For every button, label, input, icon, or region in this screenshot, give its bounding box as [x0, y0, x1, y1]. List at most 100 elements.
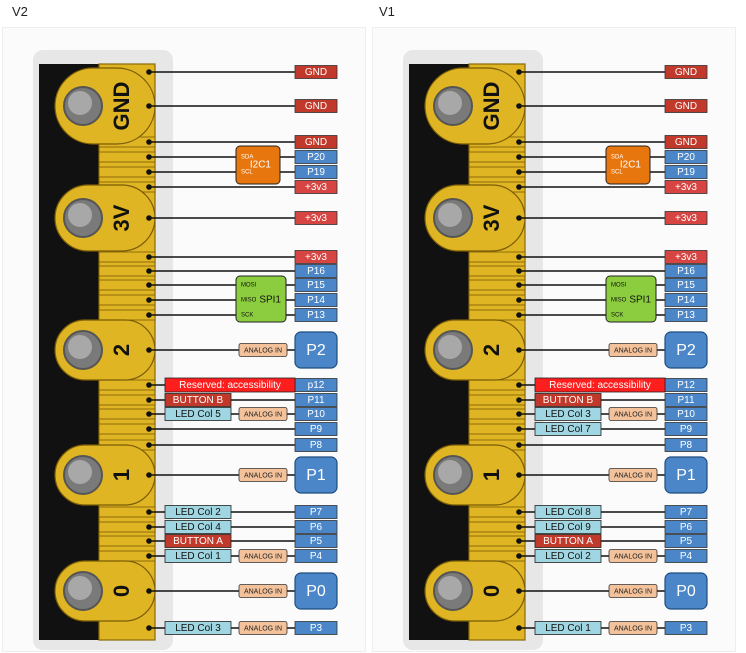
- led-label-led_p7: LED Col 2: [175, 507, 221, 518]
- pin-label-gnd2: GND: [675, 101, 697, 112]
- wire-dot: [516, 426, 522, 432]
- pin-label-p2: P2: [306, 342, 326, 359]
- pin-tag: [664, 99, 708, 113]
- pin-tag: [664, 534, 708, 548]
- pin-label-p11: P11: [677, 395, 694, 406]
- pin-label-p19: P19: [677, 167, 695, 178]
- pin-label-v33a: +3v3: [675, 182, 697, 193]
- led-label-led_p4: LED Col 2: [545, 551, 591, 562]
- wire-dot: [516, 411, 522, 417]
- wire-dot: [146, 524, 152, 530]
- wire-dot: [146, 254, 152, 260]
- wire-dot: [146, 509, 152, 515]
- spi-label: SPI1: [259, 295, 281, 306]
- pin-tag-large: [294, 331, 338, 369]
- wire-dot: [516, 297, 522, 303]
- pin-label-p1: P1: [306, 467, 326, 484]
- button-tag: [164, 393, 232, 407]
- wire-dot: [146, 538, 152, 544]
- i2c-sda-label: SDA: [241, 155, 253, 161]
- pin-label-p9: P9: [310, 424, 323, 435]
- led-tag: [164, 549, 232, 563]
- pin-label-p13: P13: [307, 310, 325, 321]
- pin-label-v33c: +3v3: [305, 252, 327, 263]
- pin-tag: [294, 505, 338, 519]
- wire-dot: [516, 215, 522, 221]
- pin-tag: [664, 250, 708, 264]
- pad-label: 2: [479, 344, 504, 356]
- pin-label-p20: P20: [677, 152, 695, 163]
- i2c-label: I2C1: [620, 160, 642, 171]
- analog-in-label: ANALOG IN: [614, 553, 652, 560]
- pin-label-p0: P0: [676, 583, 696, 600]
- wire-dot: [146, 426, 152, 432]
- analog-in-chip: [608, 584, 658, 598]
- v1-pinout-diagram: GND3V210GNDGNDGND+3v3+3v3+3v3P20P19P16P1…: [403, 50, 708, 650]
- pin-label-p0: P0: [306, 583, 326, 600]
- pad-hole-highlight: [438, 460, 462, 484]
- spi-miso-label: MISO: [241, 298, 257, 304]
- reserved-accessibility-tag: [534, 377, 666, 393]
- led-tag: [164, 505, 232, 519]
- wire-dot: [146, 411, 152, 417]
- pin-label-p7: P7: [680, 507, 693, 518]
- pin-tag: [294, 549, 338, 563]
- led-label-led_p3: LED Col 1: [545, 623, 591, 634]
- pin-label-p9: P9: [680, 424, 693, 435]
- wire-dot: [146, 184, 152, 190]
- pin-tag: [664, 278, 708, 292]
- wire-dot: [516, 347, 522, 353]
- pin-tag: [294, 534, 338, 548]
- spi-sck-label: SCK: [611, 313, 623, 319]
- wire-dot: [516, 553, 522, 559]
- button-label-button_b: BUTTON B: [173, 395, 224, 406]
- pin-label-p20: P20: [307, 152, 325, 163]
- pin-tag: [664, 293, 708, 307]
- pad-label: 3V: [479, 204, 504, 231]
- pin-tag: [664, 407, 708, 421]
- pad-label: GND: [109, 82, 134, 131]
- wire-dot: [146, 297, 152, 303]
- pin-tag: [294, 293, 338, 307]
- analog-in-label: ANALOG IN: [244, 588, 282, 595]
- pin-label-gnd3: GND: [675, 137, 697, 148]
- wire-dot: [146, 268, 152, 274]
- pin-tag: [294, 65, 338, 79]
- pin-tag: [664, 180, 708, 194]
- pin-label-p12: P12: [677, 380, 695, 391]
- pad-label: 0: [109, 585, 134, 597]
- pin-tag: [664, 520, 708, 534]
- analog-in-label: ANALOG IN: [244, 625, 282, 632]
- pin-tag: [294, 278, 338, 292]
- led-tag: [164, 407, 232, 421]
- pin-label-v33b: +3v3: [675, 213, 697, 224]
- pin-label-p10: P10: [307, 409, 325, 420]
- pin-label-p15: P15: [307, 280, 325, 291]
- led-label-led_p10: LED Col 5: [175, 409, 221, 420]
- heading-v1: V1: [379, 4, 395, 19]
- pin-tag: [294, 520, 338, 534]
- wire-dot: [146, 588, 152, 594]
- pin-label-p10: P10: [677, 409, 695, 420]
- analog-in-label: ANALOG IN: [244, 553, 282, 560]
- wire-dot: [146, 312, 152, 318]
- wire-dot: [516, 442, 522, 448]
- wire-dot: [146, 442, 152, 448]
- button-label-button_a: BUTTON A: [543, 536, 593, 547]
- pin-label-p11: P11: [307, 395, 324, 406]
- wire-dot: [516, 538, 522, 544]
- led-tag: [534, 505, 602, 519]
- analog-in-chip: [238, 343, 288, 357]
- pin-tag: [294, 264, 338, 278]
- i2c-block: [605, 145, 651, 185]
- pin-label-p3: P3: [310, 623, 323, 634]
- wire-dot: [516, 472, 522, 478]
- led-label-led_p6: LED Col 9: [545, 522, 591, 533]
- wire-dot: [516, 268, 522, 274]
- led-tag: [534, 621, 602, 635]
- pin-tag-large: [294, 456, 338, 494]
- spi-mosi-label: MOSI: [611, 283, 627, 289]
- pin-label-p5: P5: [680, 536, 693, 547]
- analog-in-chip: [608, 407, 658, 421]
